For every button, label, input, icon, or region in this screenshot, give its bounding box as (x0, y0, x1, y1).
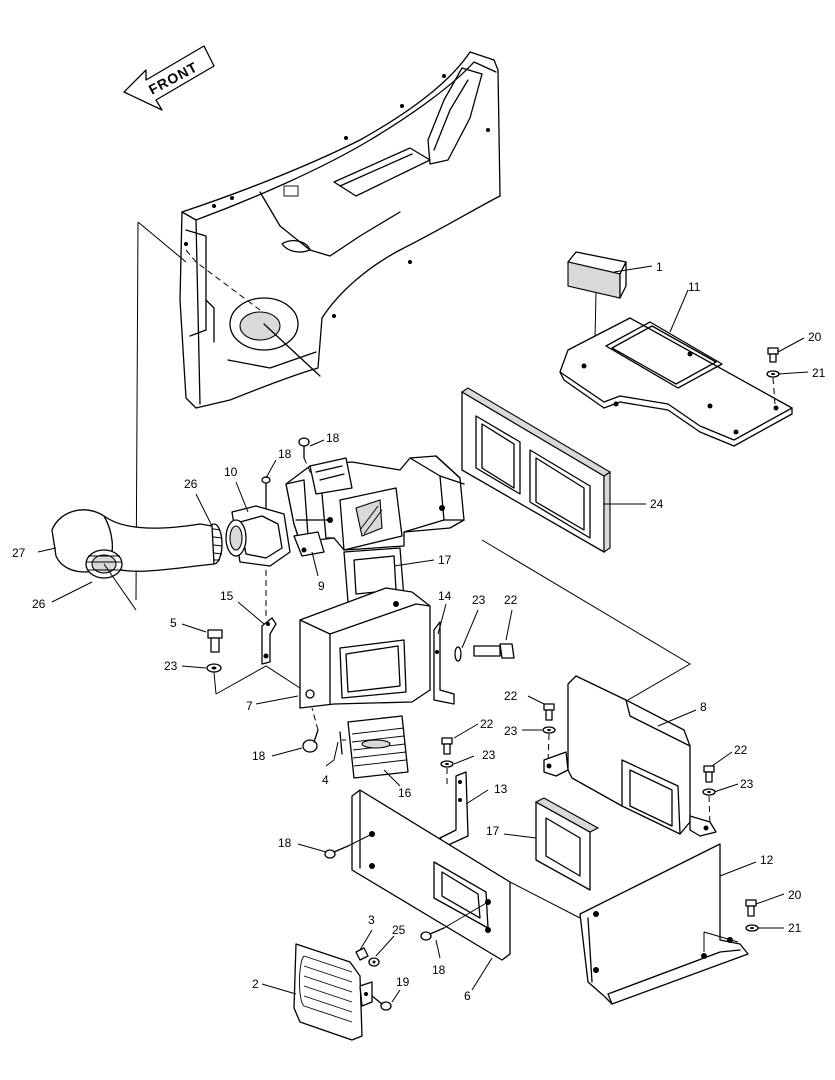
bolt-22-side (454, 643, 515, 662)
bolt-5 (206, 629, 223, 695)
duct-assembly-9 (285, 455, 465, 557)
panel-part-6 (351, 789, 581, 961)
bolt-22-right (702, 765, 716, 827)
callout-26: 26 (32, 597, 46, 611)
callout-23: 23 (504, 724, 518, 738)
hose-27 (51, 509, 215, 611)
callout-18: 18 (278, 836, 292, 850)
callout-23: 23 (740, 777, 754, 791)
grille-part-2 (293, 943, 363, 1041)
bracket-15 (261, 617, 277, 665)
callout-8: 8 (700, 700, 707, 714)
callout-16: 16 (398, 786, 412, 800)
flange-17-lower (534, 797, 600, 891)
callout-7: 7 (246, 699, 253, 713)
leader-lines (37, 265, 809, 1003)
part-1-block (567, 251, 627, 299)
screw-18-top (298, 437, 313, 477)
callout-3: 3 (368, 913, 375, 927)
callout-18: 18 (432, 963, 446, 977)
callout-13: 13 (494, 782, 508, 796)
callout-20: 20 (788, 888, 802, 902)
callout-22: 22 (504, 593, 518, 607)
callout-23: 23 (164, 659, 178, 673)
callout-18: 18 (252, 749, 266, 763)
bolt-22-mid-left (542, 703, 556, 763)
callout-14: 14 (438, 589, 452, 603)
callout-12: 12 (760, 853, 774, 867)
callout-6: 6 (464, 989, 471, 1003)
callout-19: 19 (396, 975, 410, 989)
cab-side-panel (179, 51, 501, 409)
callout-17: 17 (486, 824, 500, 838)
lower-duct-7 (215, 587, 431, 709)
callout-10: 10 (224, 465, 238, 479)
callout-23: 23 (482, 748, 496, 762)
callout-20: 20 (808, 330, 822, 344)
screw-18-lower (302, 707, 319, 753)
bracket-13 (439, 768, 469, 847)
nut-3 (355, 947, 369, 961)
callout-5: 5 (170, 616, 177, 630)
callout-22: 22 (734, 743, 748, 757)
bracket-14 (433, 621, 455, 705)
callout-4: 4 (322, 773, 329, 787)
bolt-20-bottom (703, 899, 759, 952)
callout-labels: 1 11 20 21 24 18 18 10 26 27 26 9 17 15 … (12, 260, 826, 1003)
callout-25: 25 (392, 923, 406, 937)
callout-22: 22 (480, 717, 494, 731)
panel-part-12 (579, 843, 749, 1005)
callout-27: 27 (12, 546, 26, 560)
washer-25 (368, 957, 380, 967)
callout-2: 2 (252, 977, 259, 991)
screw-19 (371, 995, 392, 1011)
callout-21: 21 (788, 921, 802, 935)
boot-part-10 (225, 505, 291, 567)
front-arrow: FRONT (123, 45, 215, 111)
callout-18: 18 (278, 447, 292, 461)
grille-16 (339, 715, 409, 779)
callout-24: 24 (650, 497, 664, 511)
part-11-plate (559, 317, 793, 447)
callout-26: 26 (184, 477, 198, 491)
callout-21: 21 (812, 366, 826, 380)
bolt-22-mid (440, 737, 454, 768)
bracket-2-clip (359, 981, 373, 1007)
cover-part-8 (543, 675, 717, 837)
callout-1: 1 (656, 260, 663, 274)
part-24-frame (460, 387, 612, 554)
callout-15: 15 (220, 589, 234, 603)
callout-17: 17 (438, 553, 452, 567)
callout-22: 22 (504, 689, 518, 703)
callout-23: 23 (472, 593, 486, 607)
screw-18-panel-left (324, 833, 373, 859)
screw-18-panel-right (420, 901, 489, 941)
callout-11: 11 (688, 280, 701, 294)
callout-18: 18 (326, 431, 340, 445)
callout-9: 9 (318, 579, 325, 593)
